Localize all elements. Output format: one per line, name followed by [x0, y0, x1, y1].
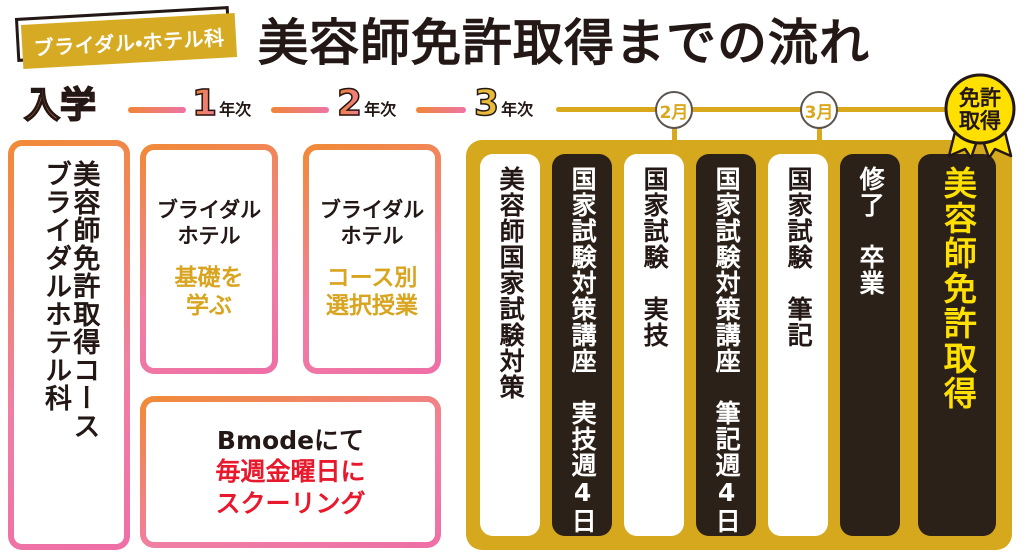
- schooling-card-inner: Bmodeにて 毎週金曜日に スクーリング: [146, 402, 435, 542]
- rosette-line2-text: 取得: [959, 109, 1001, 133]
- course-card: ブライダルホテル科 美容師免許取得コース: [8, 140, 130, 550]
- timeline-milestone-year2-sub: 年次: [364, 100, 397, 119]
- timeline-milestone-year3: 3 年次: [473, 83, 534, 124]
- timeline-milestone-year1-big: 1: [191, 83, 218, 124]
- pillar-written-course-label: 国家試験対策講座 筆記週4日: [712, 166, 742, 534]
- year1-card-text: ブライダル ホテル 基礎を 学ぶ: [157, 197, 261, 321]
- year2-gold-1: コース別: [326, 264, 418, 291]
- timeline: 入学 1 年次 2 年次 3 年次 2月 3月: [0, 82, 1024, 148]
- course-card-line-2: ブライダルホテル科: [40, 160, 71, 412]
- timeline-milestone-enroll: 入学: [23, 85, 97, 126]
- course-card-text: ブライダルホテル科 美容師免許取得コース: [40, 146, 100, 544]
- year1-line-2: ホテル: [177, 224, 241, 249]
- course-card-line-1: 美容師免許取得コース: [68, 160, 100, 440]
- pillar-written-course: 国家試験対策講座 筆記週4日: [696, 154, 756, 536]
- year1-gold-1: 基礎を: [174, 264, 244, 291]
- schooling-line-1: Bmodeにて: [216, 426, 365, 456]
- exam-phase-panel: 美容師国家試験対策 国家試験対策講座 実技週4日 国家試験 実技 国家試験対策講…: [466, 140, 1012, 550]
- year2-line-2: ホテル: [340, 224, 404, 249]
- timeline-milestone-enroll-big: 入学: [23, 85, 97, 126]
- timeline-drop-mar: [817, 126, 822, 148]
- year1-card-inner: ブライダル ホテル 基礎を 学ぶ: [146, 150, 272, 368]
- year2-card: ブライダル ホテル コース別 選択授業: [303, 144, 441, 374]
- department-tag-label: ブライダル・ホテル科: [33, 25, 226, 60]
- year2-card-text: ブライダル ホテル コース別 選択授業: [320, 197, 424, 321]
- pillar-completion-label: 修了 卒業: [856, 166, 886, 296]
- pillar-exam-written-label: 国家試験 筆記: [784, 166, 814, 348]
- pillar-exam-written: 国家試験 筆記: [768, 154, 828, 536]
- timeline-connector-1: [128, 107, 186, 113]
- department-tag: ブライダル・ホテル科: [14, 6, 238, 69]
- rosette-line1-text: 免許: [958, 86, 1001, 110]
- pillar-practical-course: 国家試験対策講座 実技週4日: [552, 154, 612, 536]
- timeline-connector-2: [271, 107, 329, 113]
- year2-gold-2: 選択授業: [325, 293, 418, 320]
- pillar-exam-prep: 美容師国家試験対策: [480, 154, 540, 536]
- schooling-red-1: 毎週金曜日に: [215, 457, 366, 487]
- pillar-exam-prep-label: 美容師国家試験対策: [496, 166, 526, 400]
- timeline-gold-rail-1: [556, 107, 676, 112]
- year1-spacer: [157, 250, 261, 264]
- timeline-gold-rail-2: [690, 107, 815, 112]
- course-card-inner: ブライダルホテル科 美容師免許取得コース: [14, 146, 124, 544]
- rosette-icon: 免許 取得: [944, 73, 1016, 158]
- schooling-red-2: スクーリング: [215, 488, 366, 518]
- pillar-exam-practical: 国家試験 実技: [624, 154, 684, 536]
- year1-gold-2: 学ぶ: [185, 293, 232, 320]
- page-title: 美容師免許取得までの流れ: [258, 14, 870, 72]
- pillar-exam-practical-label: 国家試験 実技: [640, 166, 670, 348]
- timeline-gold-rail-3: [835, 107, 963, 112]
- year1-card: ブライダル ホテル 基礎を 学ぶ: [140, 144, 278, 374]
- timeline-milestone-year1-sub: 年次: [219, 100, 252, 119]
- timeline-connector-3: [416, 107, 466, 113]
- pillar-license-obtained-label: 美容師免許取得: [938, 166, 978, 411]
- year2-line-1: ブライダル: [319, 198, 425, 222]
- year2-spacer: [320, 250, 424, 264]
- timeline-milestone-year3-sub: 年次: [501, 100, 534, 119]
- license-badge: 免許 取得: [941, 72, 1019, 158]
- timeline-month-feb: 2月: [655, 91, 693, 129]
- timeline-drop-feb: [672, 126, 677, 148]
- pillar-completion: 修了 卒業: [840, 154, 900, 536]
- pillar-license-obtained: 美容師免許取得: [918, 154, 996, 536]
- year1-line-1: ブライダル: [156, 198, 262, 222]
- pillar-practical-course-label: 国家試験対策講座 実技週4日: [568, 166, 598, 534]
- year2-card-inner: ブライダル ホテル コース別 選択授業: [309, 150, 435, 368]
- schooling-card: Bmodeにて 毎週金曜日に スクーリング: [140, 396, 441, 548]
- timeline-milestone-year2: 2 年次: [336, 83, 397, 124]
- timeline-month-mar: 3月: [800, 91, 838, 129]
- timeline-milestone-year3-big: 3: [473, 83, 500, 124]
- timeline-milestone-year2-big: 2: [336, 83, 363, 124]
- timeline-milestone-year1: 1 年次: [191, 83, 252, 124]
- schooling-card-text: Bmodeにて 毎週金曜日に スクーリング: [215, 425, 365, 519]
